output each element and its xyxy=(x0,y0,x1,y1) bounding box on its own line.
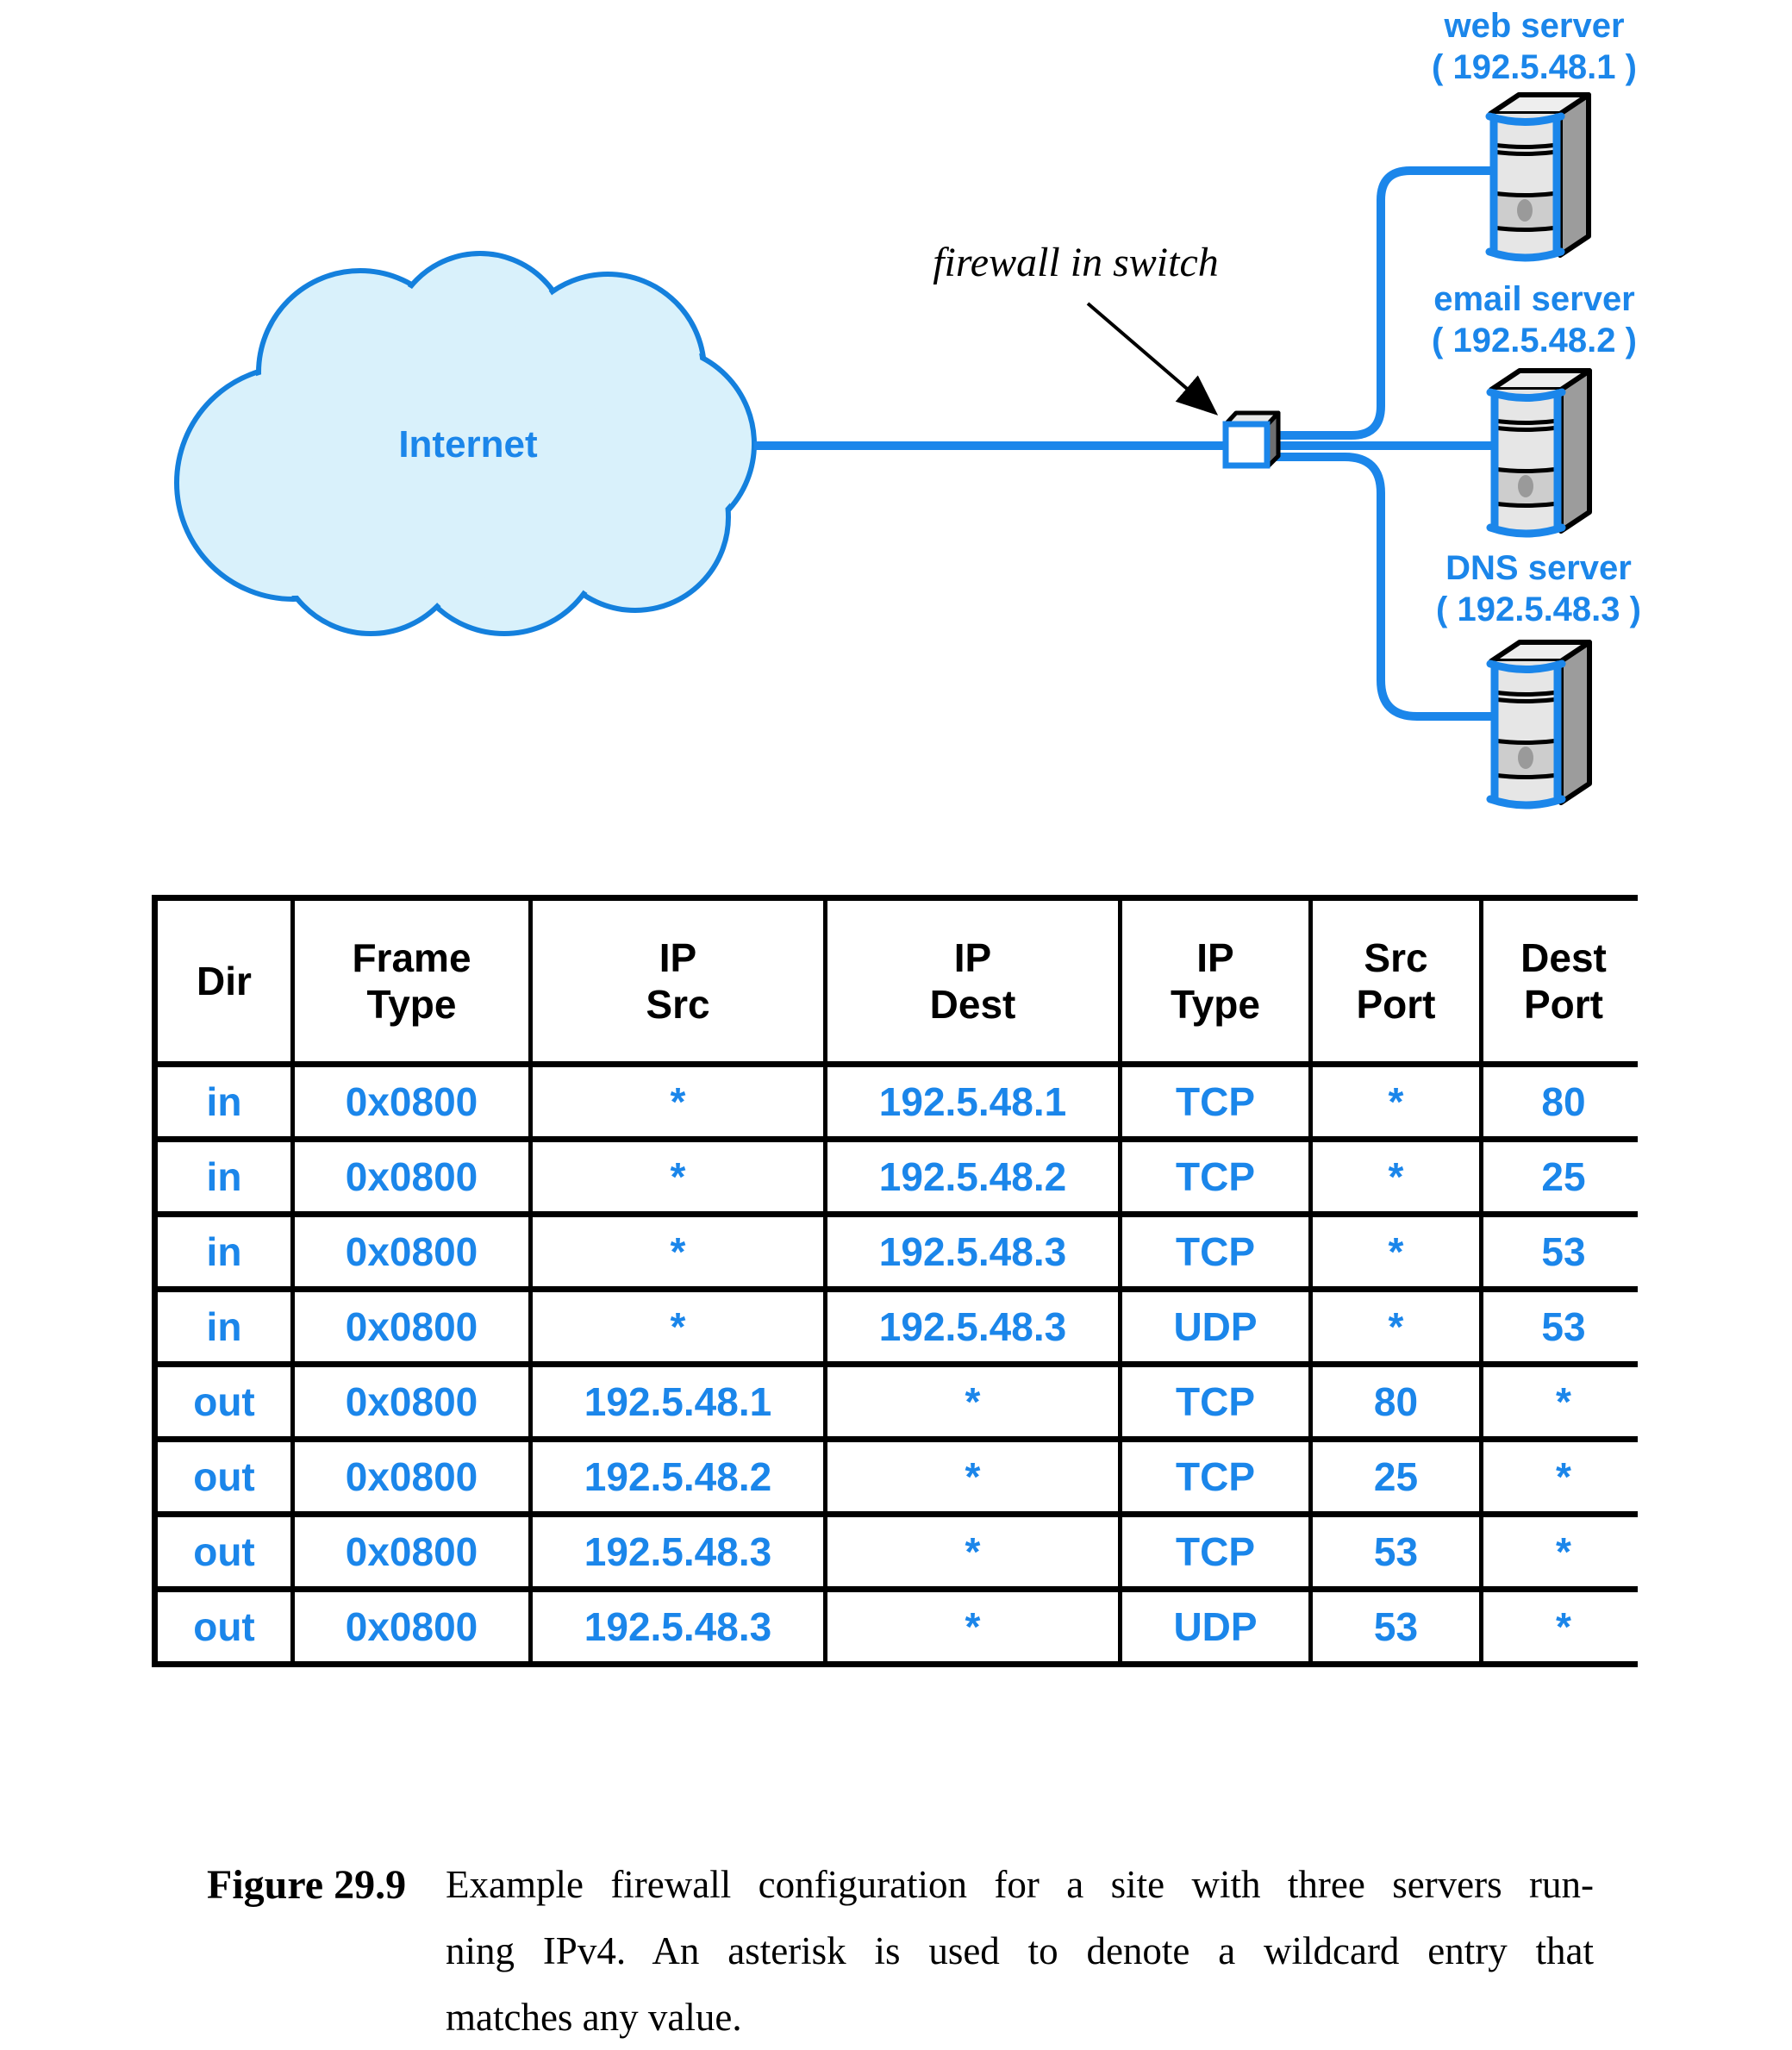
table-cell: 0x0800 xyxy=(295,1367,528,1436)
cable-switch-to-web xyxy=(1267,166,1490,440)
table-cell: 53 xyxy=(1313,1517,1479,1586)
table-cell: TCP xyxy=(1122,1067,1308,1136)
table-cell: out xyxy=(158,1367,290,1436)
table-cell: * xyxy=(1313,1142,1479,1211)
table-cell: * xyxy=(1313,1217,1479,1286)
firewall-arrow xyxy=(1086,302,1219,416)
table-cell: in xyxy=(158,1292,290,1361)
firewall-label: firewall in switch xyxy=(933,240,1219,285)
table-cell: 25 xyxy=(1483,1142,1644,1211)
header-cell-dir: Dir xyxy=(158,901,290,1061)
web-server-icon xyxy=(1485,92,1591,262)
figure-caption-body: Example firewall configuration for a sit… xyxy=(446,1852,1594,2050)
table-cell: TCP xyxy=(1122,1367,1308,1436)
table-cell: 0x0800 xyxy=(295,1217,528,1286)
table-cell: 192.5.48.3 xyxy=(827,1292,1118,1361)
table-cell: TCP xyxy=(1122,1442,1308,1511)
table-cell: in xyxy=(158,1142,290,1211)
network-cables xyxy=(754,166,1491,721)
table-cell: * xyxy=(1483,1592,1644,1661)
network-diagram: Internet firewall in switch xyxy=(174,7,1641,809)
table-cell: 192.5.48.1 xyxy=(827,1067,1118,1136)
table-cell: * xyxy=(1483,1367,1644,1436)
table-cell: UDP xyxy=(1122,1592,1308,1661)
table-cell: out xyxy=(158,1517,290,1586)
table-cell: 80 xyxy=(1483,1067,1644,1136)
email-server-ip: ( 192.5.48.2 ) xyxy=(1432,322,1637,359)
cable-switch-to-dns xyxy=(1267,453,1491,721)
internet-cloud-icon: Internet xyxy=(174,251,757,636)
firewall-rule-table: Dir Frame Type IP Src IP Dest IP Type Sr… xyxy=(152,895,1644,1667)
caption-line: ning IPv4. An asterisk is used to denote… xyxy=(446,1929,1594,1972)
table-cell: 0x0800 xyxy=(295,1442,528,1511)
web-server-ip: ( 192.5.48.1 ) xyxy=(1432,48,1637,86)
table-cell: * xyxy=(827,1367,1118,1436)
header-cell-ip-type: IP Type xyxy=(1122,901,1308,1061)
table-cell: * xyxy=(1483,1442,1644,1511)
dns-server-ip: ( 192.5.48.3 ) xyxy=(1436,591,1641,628)
table-cell: 80 xyxy=(1313,1367,1479,1436)
internet-label: Internet xyxy=(398,423,538,466)
table-cell: UDP xyxy=(1122,1292,1308,1361)
table-cell: 0x0800 xyxy=(295,1067,528,1136)
table-cell: * xyxy=(533,1067,823,1136)
table-cell: * xyxy=(1313,1067,1479,1136)
table-cell: * xyxy=(1313,1292,1479,1361)
table-cell: 192.5.48.2 xyxy=(533,1442,823,1511)
table-cell: TCP xyxy=(1122,1142,1308,1211)
table-cell: 0x0800 xyxy=(295,1517,528,1586)
table-cell: * xyxy=(827,1442,1118,1511)
table-cell: 53 xyxy=(1483,1217,1644,1286)
header-cell-ip-src: IP Src xyxy=(533,901,823,1061)
table-cell: * xyxy=(533,1217,823,1286)
web-server-name: web server xyxy=(1443,7,1624,45)
header-cell-frame-type: Frame Type xyxy=(295,901,528,1061)
caption-line: matches any value. xyxy=(446,1996,742,2039)
table-cell: 192.5.48.1 xyxy=(533,1367,823,1436)
table-cell: 192.5.48.3 xyxy=(533,1592,823,1661)
email-server-icon xyxy=(1486,368,1592,538)
table-cell: * xyxy=(827,1592,1118,1661)
table-cell: 53 xyxy=(1483,1292,1644,1361)
table-cell: * xyxy=(533,1142,823,1211)
table-cell: TCP xyxy=(1122,1517,1308,1586)
table-cell: in xyxy=(158,1067,290,1136)
table-cell: 192.5.48.3 xyxy=(533,1517,823,1586)
table-cell: 53 xyxy=(1313,1592,1479,1661)
table-cell: 192.5.48.2 xyxy=(827,1142,1118,1211)
table-cell: in xyxy=(158,1217,290,1286)
table-cell: out xyxy=(158,1592,290,1661)
table-cell: out xyxy=(158,1442,290,1511)
dns-server-icon xyxy=(1486,640,1592,809)
table-cell: 192.5.48.3 xyxy=(827,1217,1118,1286)
table-cell: 0x0800 xyxy=(295,1292,528,1361)
table-cell: * xyxy=(1483,1517,1644,1586)
table-cell: 0x0800 xyxy=(295,1592,528,1661)
table-cell: * xyxy=(827,1517,1118,1586)
table-cell: * xyxy=(533,1292,823,1361)
header-cell-ip-dest: IP Dest xyxy=(827,901,1118,1061)
firewall-switch-icon xyxy=(1222,410,1281,469)
caption-line: Example firewall configuration for a sit… xyxy=(446,1863,1594,1906)
email-server-name: email server xyxy=(1433,280,1635,318)
header-cell-dest-port: Dest Port xyxy=(1483,901,1644,1061)
dns-server-name: DNS server xyxy=(1445,549,1632,587)
table-cell: 25 xyxy=(1313,1442,1479,1511)
figure-caption-label: Figure 29.9 xyxy=(207,1862,407,1908)
table-cell: TCP xyxy=(1122,1217,1308,1286)
table-cell: 0x0800 xyxy=(295,1142,528,1211)
server-labels: web server ( 192.5.48.1 ) email server (… xyxy=(1432,7,1641,628)
header-cell-src-port: Src Port xyxy=(1313,901,1479,1061)
